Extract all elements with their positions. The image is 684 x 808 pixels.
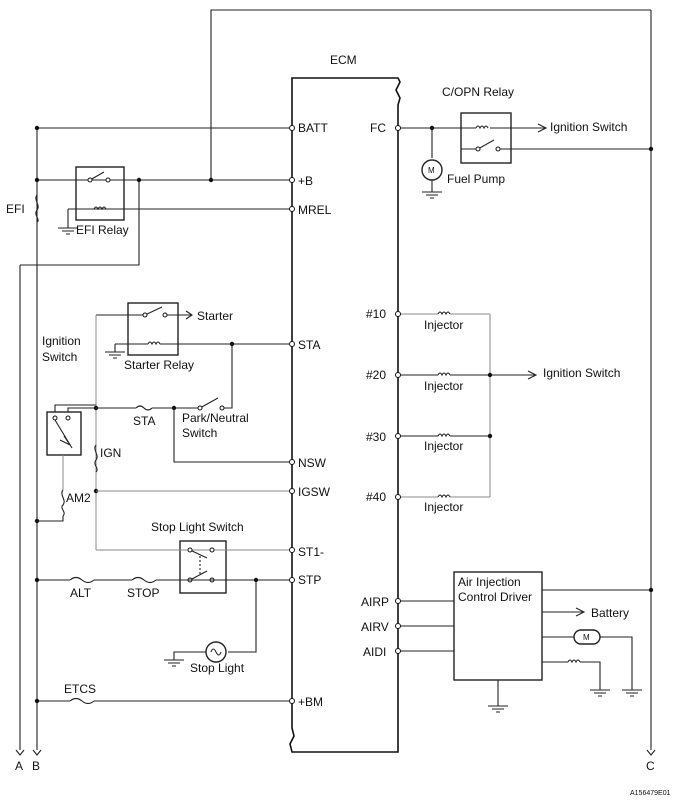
stop-light-switch-box — [179, 540, 227, 594]
air-injection-label-1: Air Injection — [458, 575, 521, 589]
injector-30: Injector — [398, 433, 490, 453]
fuel-pump-m: M — [428, 166, 435, 175]
injector-10: Injector — [398, 311, 490, 332]
pin-bm: +BM — [298, 695, 323, 709]
pin-20: #20 — [366, 368, 386, 382]
am2-label: AM2 — [66, 491, 91, 505]
pin-aidi: AIDI — [363, 645, 386, 659]
svg-text:Injector: Injector — [424, 379, 463, 393]
ign-fuse-label: IGN — [100, 446, 121, 460]
pin-nsw: NSW — [298, 456, 327, 470]
air-injection-label-2: Control Driver — [458, 590, 532, 604]
ignition-switch-label-2: Switch — [42, 350, 77, 364]
injector-40: Injector — [398, 494, 490, 514]
starter-relay-box — [127, 302, 179, 356]
wire-nsw — [173, 408, 292, 463]
alt-fuse-label: ALT — [70, 586, 92, 600]
stop-fuse-symbol — [131, 576, 157, 584]
battery-label: Battery — [591, 606, 629, 620]
pin-40: #40 — [366, 490, 386, 504]
connector-c: C — [646, 759, 655, 773]
etcs-fuse-label: ETCS — [64, 682, 96, 696]
air-valve-coil — [567, 659, 581, 664]
conn-b-end — [32, 749, 42, 756]
pin-batt: BATT — [298, 121, 328, 135]
air-pump-m: M — [583, 633, 590, 642]
pin-stp: STP — [298, 573, 321, 587]
copn-relay-box — [460, 112, 512, 164]
pin-10: #10 — [366, 307, 386, 321]
pin-fc: FC — [370, 121, 386, 135]
svg-text:Injector: Injector — [424, 500, 463, 514]
sta-fuse-label: STA — [133, 414, 155, 428]
pin-plus-b: +B — [298, 174, 313, 188]
stop-light-label: Stop Light — [190, 661, 245, 675]
conn-c-end — [646, 749, 656, 756]
ignition-switch-out-2: Ignition Switch — [543, 366, 620, 380]
pin-st1: ST1- — [298, 545, 324, 559]
pin-30: #30 — [366, 430, 386, 444]
ignition-switch-box — [46, 411, 82, 456]
park-neutral-label-2: Switch — [182, 426, 217, 440]
am2-fuse-symbol — [61, 489, 65, 517]
svg-text:Injector: Injector — [424, 318, 463, 332]
pin-mrel: MREL — [298, 203, 332, 217]
wire-fc — [398, 123, 548, 133]
ecm-body — [289, 77, 401, 753]
connector-b: B — [32, 759, 40, 773]
pin-airp: AIRP — [361, 595, 389, 609]
efi-fuse-symbol — [35, 194, 39, 223]
copn-relay-coil — [475, 125, 489, 130]
conn-a-end — [15, 749, 25, 756]
park-neutral-label-1: Park/Neutral — [182, 411, 249, 425]
starter-label: Starter — [197, 309, 233, 323]
doc-code: A156479E01 — [630, 790, 671, 797]
stop-fuse-label: STOP — [127, 586, 159, 600]
ignition-switch-label-1: Ignition — [42, 334, 81, 348]
pin-sta: STA — [298, 338, 320, 352]
pin-airv: AIRV — [361, 620, 389, 634]
wire-efi-relay-out — [20, 180, 140, 266]
alt-fuse-symbol — [69, 576, 95, 584]
starter-relay-label: Starter Relay — [124, 358, 194, 372]
svg-text:Injector: Injector — [424, 439, 463, 453]
pin-igsw: IGSW — [298, 485, 331, 499]
efi-relay-coil — [93, 206, 107, 211]
ignition-switch-out-1: Ignition Switch — [550, 120, 627, 134]
connector-a: A — [15, 759, 23, 773]
efi-relay-label: EFI Relay — [76, 223, 129, 237]
ign-fuse-symbol — [94, 444, 98, 473]
starter-relay-coil — [147, 341, 161, 346]
efi-fuse-label: EFI — [6, 202, 25, 216]
copn-relay-label: C/OPN Relay — [442, 85, 514, 99]
sta-fuse-symbol — [135, 405, 153, 411]
ecm-title: ECM — [330, 53, 357, 67]
top-wire — [210, 9, 651, 180]
etcs-fuse-symbol — [69, 697, 95, 705]
injector-20: Injector — [398, 370, 538, 393]
efi-relay-box — [75, 166, 125, 221]
air-pump-motor — [573, 629, 601, 645]
fuel-pump-label: Fuel Pump — [447, 172, 505, 186]
stop-light-switch-label: Stop Light Switch — [151, 520, 244, 534]
